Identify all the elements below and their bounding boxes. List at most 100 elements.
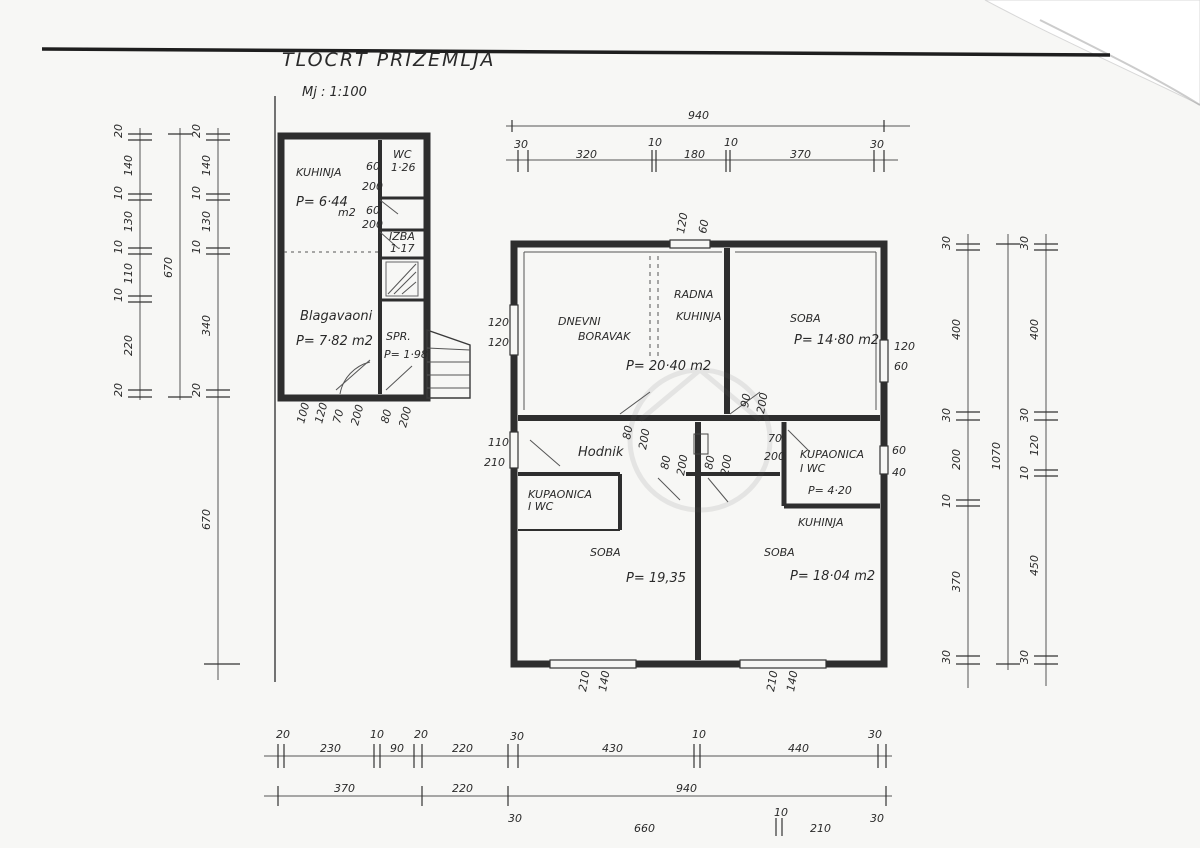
room-area-kitchen-small: P= 6·44: [296, 195, 348, 210]
room-area-wc: 1·26: [391, 161, 416, 174]
dim-label: 10: [190, 240, 203, 254]
dim-label: 200: [636, 428, 652, 451]
dim-label: 230: [320, 742, 341, 755]
dim-label: 30: [940, 650, 953, 664]
dim-label: 40: [892, 466, 906, 479]
page-curl: [984, 0, 1200, 106]
dim-label: 60: [696, 218, 711, 234]
dim-label: 130: [122, 211, 135, 232]
room-label-living-2: BORAVAK: [578, 330, 631, 343]
room-label-wc: WC: [393, 148, 412, 161]
room-label-storage: SPR.: [386, 330, 411, 343]
dim-label: 100: [294, 401, 312, 425]
room-area-bath-right: P= 4·20: [808, 484, 852, 497]
dim-label: 200: [764, 450, 785, 463]
watermark-logo: [627, 366, 773, 513]
dim-label: 370: [950, 571, 963, 592]
dim-label: 220: [452, 742, 473, 755]
dim-label: 10: [774, 806, 788, 819]
dim-label: 10: [112, 288, 125, 302]
plan-title: TLOCRT PRIZEMLJA: [282, 49, 496, 71]
dim-label: 120: [312, 401, 330, 425]
dim-label: 210: [764, 670, 780, 693]
room-area-soba-se: P= 18·04 m2: [790, 569, 875, 584]
dim-label: 30: [514, 138, 528, 151]
dim-label: 200: [718, 454, 734, 477]
room-area-unit: m2: [338, 206, 356, 219]
dim-label: 30: [1018, 236, 1031, 250]
annex-bottom-dims: 100 120 70 200 80 200: [294, 401, 414, 429]
dim-label: 10: [370, 728, 384, 741]
dim-label: 30: [1018, 408, 1031, 422]
room-area-living: P= 20·40 m2: [626, 359, 711, 374]
left-dimension-chain: 20 140 10 130 10 110 10 220 20 670 20 14…: [112, 124, 240, 680]
room-label-dining: Blagavaoni: [300, 309, 373, 324]
dim-label: 200: [754, 392, 770, 415]
dim-label: 440: [788, 742, 809, 755]
dim-label: 200: [674, 454, 690, 477]
dim-label: 120: [674, 212, 690, 235]
dim-label: 370: [334, 782, 355, 795]
dim-label: 110: [488, 436, 509, 449]
dim-label: 210: [484, 456, 505, 469]
dim-label: 90: [738, 392, 753, 408]
top-dimension-chain: 940 30 320 10 180 10 370 30: [506, 109, 910, 172]
dim-label: 70: [768, 432, 782, 445]
page-curl-shadow: [1039, 19, 1200, 106]
dim-label: 70: [330, 408, 346, 425]
dim-label: 430: [602, 742, 623, 755]
dim-label: 10: [112, 186, 125, 200]
dim-label: 10: [940, 494, 953, 508]
dim-label: 10: [692, 728, 706, 741]
room-label-work-kitchen-2: KUHINJA: [676, 310, 722, 323]
room-label-hall: Hodnik: [578, 445, 624, 460]
room-area-storage: P= 1·98: [384, 348, 428, 361]
dim-label-total: 670: [162, 257, 175, 278]
dim-label: 200: [348, 403, 366, 427]
room-label-pantry: IZBA: [389, 230, 415, 243]
dim-label: 400: [950, 319, 963, 340]
room-label-bath-left-2: I WC: [528, 500, 554, 513]
dim-label: 120: [488, 336, 509, 349]
dim-label: 220: [452, 782, 473, 795]
dim-label: 340: [200, 315, 213, 336]
dim-label: 20: [414, 728, 428, 741]
dim-label: 30: [868, 728, 882, 741]
dim-label: 20: [190, 124, 203, 138]
plan-scale: Mj : 1:100: [302, 85, 367, 100]
main-opening-dims: 120 120 120 60 110 210 80 200 80 200 90 …: [484, 316, 915, 693]
dim-label: 210: [810, 822, 831, 835]
dim-label: 200: [396, 405, 414, 429]
room-label-soba-ne: SOBA: [790, 312, 821, 325]
dim-label: 20: [112, 124, 125, 138]
dim-label: 140: [200, 155, 213, 176]
dim-label: 140: [122, 155, 135, 176]
room-area-pantry: 1·17: [390, 242, 415, 255]
room-label-kitchen-se: KUHINJA: [798, 516, 844, 529]
dim-label: 60: [366, 160, 380, 173]
dim-label: 660: [634, 822, 655, 835]
dim-label-total: 1070: [990, 442, 1003, 470]
dim-label-total: 940: [676, 782, 697, 795]
dim-label: 30: [1018, 650, 1031, 664]
room-area-soba-sw: P= 19,35: [626, 571, 686, 586]
dim-label: 30: [508, 812, 522, 825]
dim-label-total: 940: [688, 109, 709, 122]
dim-label: 30: [940, 236, 953, 250]
dim-label: 30: [510, 730, 524, 743]
dim-label-long: 670: [200, 509, 213, 530]
annex-plan: [277, 132, 471, 402]
dim-label: 20: [276, 728, 290, 741]
dim-label: 30: [940, 408, 953, 422]
room-label-living: DNEVNI: [558, 315, 601, 328]
header-rule: [41, 47, 1111, 57]
dim-label: 10: [724, 136, 738, 149]
dim-label: 90: [390, 742, 404, 755]
dim-label: 60: [366, 204, 380, 217]
dim-label: 220: [122, 335, 135, 356]
dim-label: 80: [658, 454, 673, 470]
room-label-kitchen-small: KUHINJA: [296, 166, 342, 179]
dim-label: 120: [894, 340, 915, 353]
dim-label: 120: [1028, 435, 1041, 456]
dim-label: 80: [702, 454, 717, 470]
